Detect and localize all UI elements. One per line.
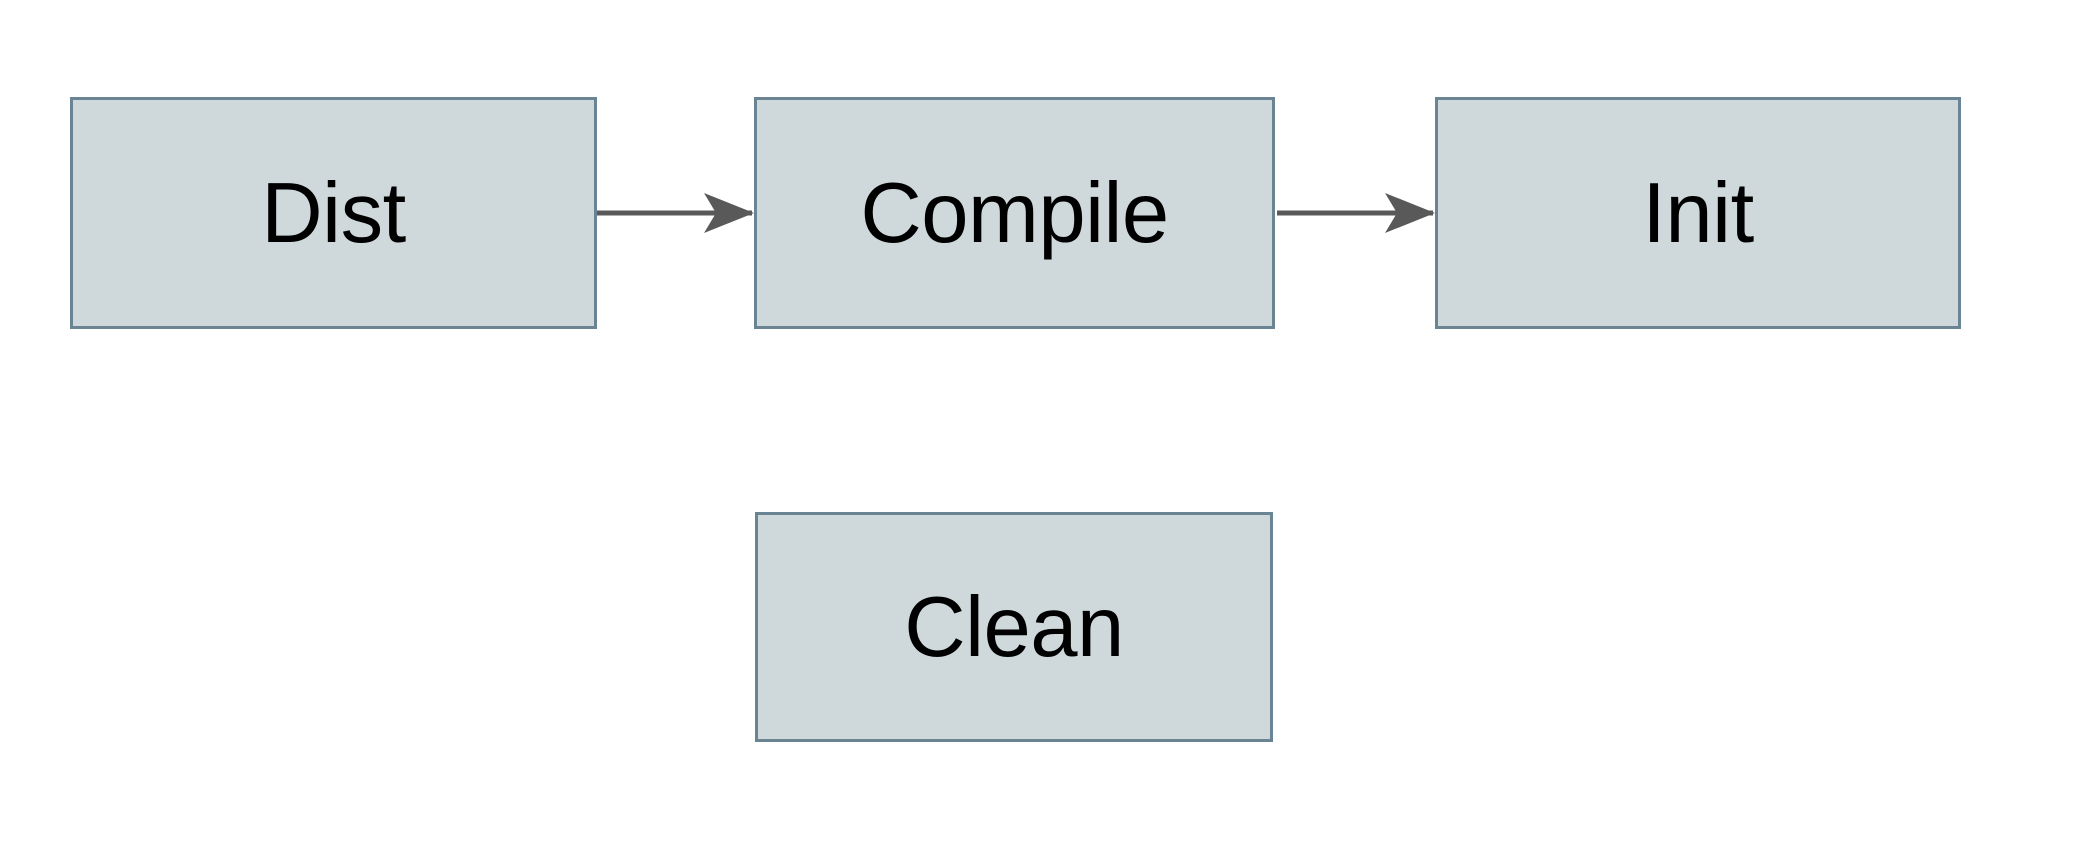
node-compile-label: Compile — [860, 165, 1169, 261]
node-init-label: Init — [1642, 165, 1754, 261]
node-clean[interactable]: Clean — [755, 512, 1273, 742]
node-dist[interactable]: Dist — [70, 97, 597, 329]
node-init[interactable]: Init — [1435, 97, 1961, 329]
node-dist-label: Dist — [261, 165, 406, 261]
node-compile[interactable]: Compile — [754, 97, 1275, 329]
node-clean-label: Clean — [904, 579, 1124, 675]
